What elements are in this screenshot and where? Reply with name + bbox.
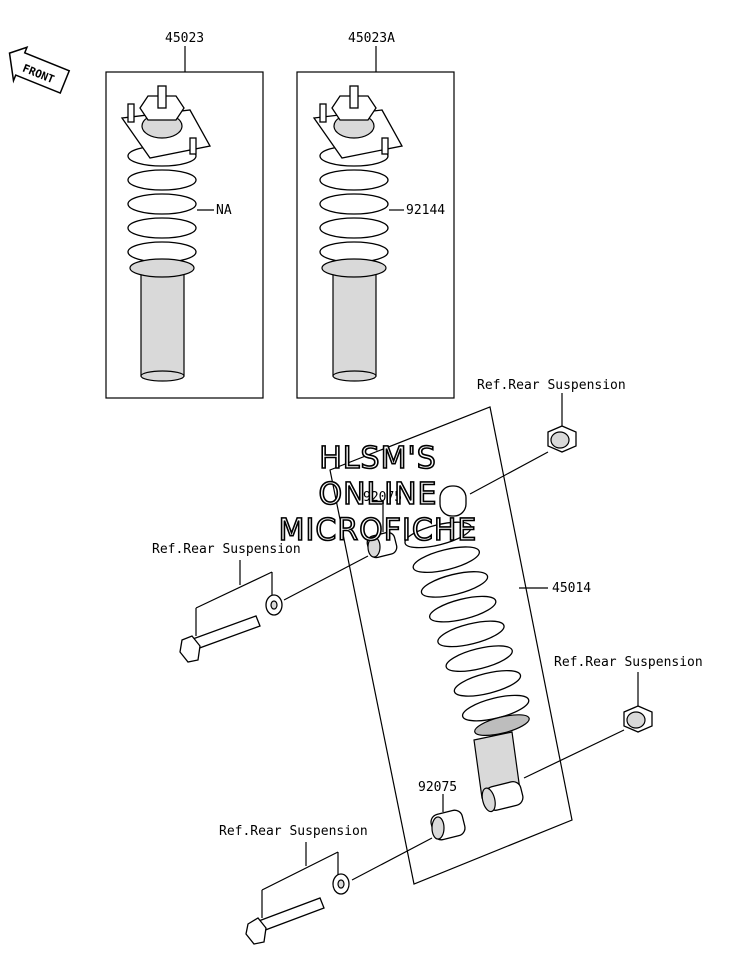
watermark-line-3: MICROFICHE [279, 513, 478, 548]
callout-92075-lower: 92075 [418, 780, 457, 795]
lower-right-nut: Ref.Rear Suspension [523, 655, 703, 779]
kit-box-left: 45023 NA [105, 31, 264, 399]
shock-assembly: 45014 [329, 406, 591, 885]
ref-rear-suspension-lower-left: Ref.Rear Suspension [219, 824, 368, 839]
callout-45014: 45014 [552, 581, 591, 596]
ref-rear-suspension-upper-right: Ref.Rear Suspension [477, 378, 626, 393]
upper-left-bolt: Ref.Rear Suspension [152, 542, 369, 663]
lower-left-bolt: Ref.Rear Suspension [219, 824, 433, 945]
upper-right-nut: Ref.Rear Suspension [469, 378, 626, 495]
callout-na: NA [216, 203, 232, 218]
callout-45023a: 45023A [348, 31, 395, 46]
upper-bushing: 92075 [363, 490, 402, 559]
callout-92144: 92144 [406, 203, 445, 218]
callout-92075-upper: 92075 [363, 490, 402, 505]
ref-rear-suspension-upper-left: Ref.Rear Suspension [152, 542, 301, 557]
watermark-line-1: HLSM'S [319, 441, 437, 476]
ref-rear-suspension-lower-right: Ref.Rear Suspension [554, 655, 703, 670]
kit-box-right: 45023A 92144 [296, 31, 455, 399]
callout-45023: 45023 [165, 31, 204, 46]
watermark: HLSM'S ONLINE MICROFICHE [278, 440, 478, 549]
watermark-line-2: ONLINE [318, 477, 437, 512]
lower-bushing: 92075 [418, 780, 466, 841]
front-arrow-icon: FRONT [8, 46, 71, 95]
